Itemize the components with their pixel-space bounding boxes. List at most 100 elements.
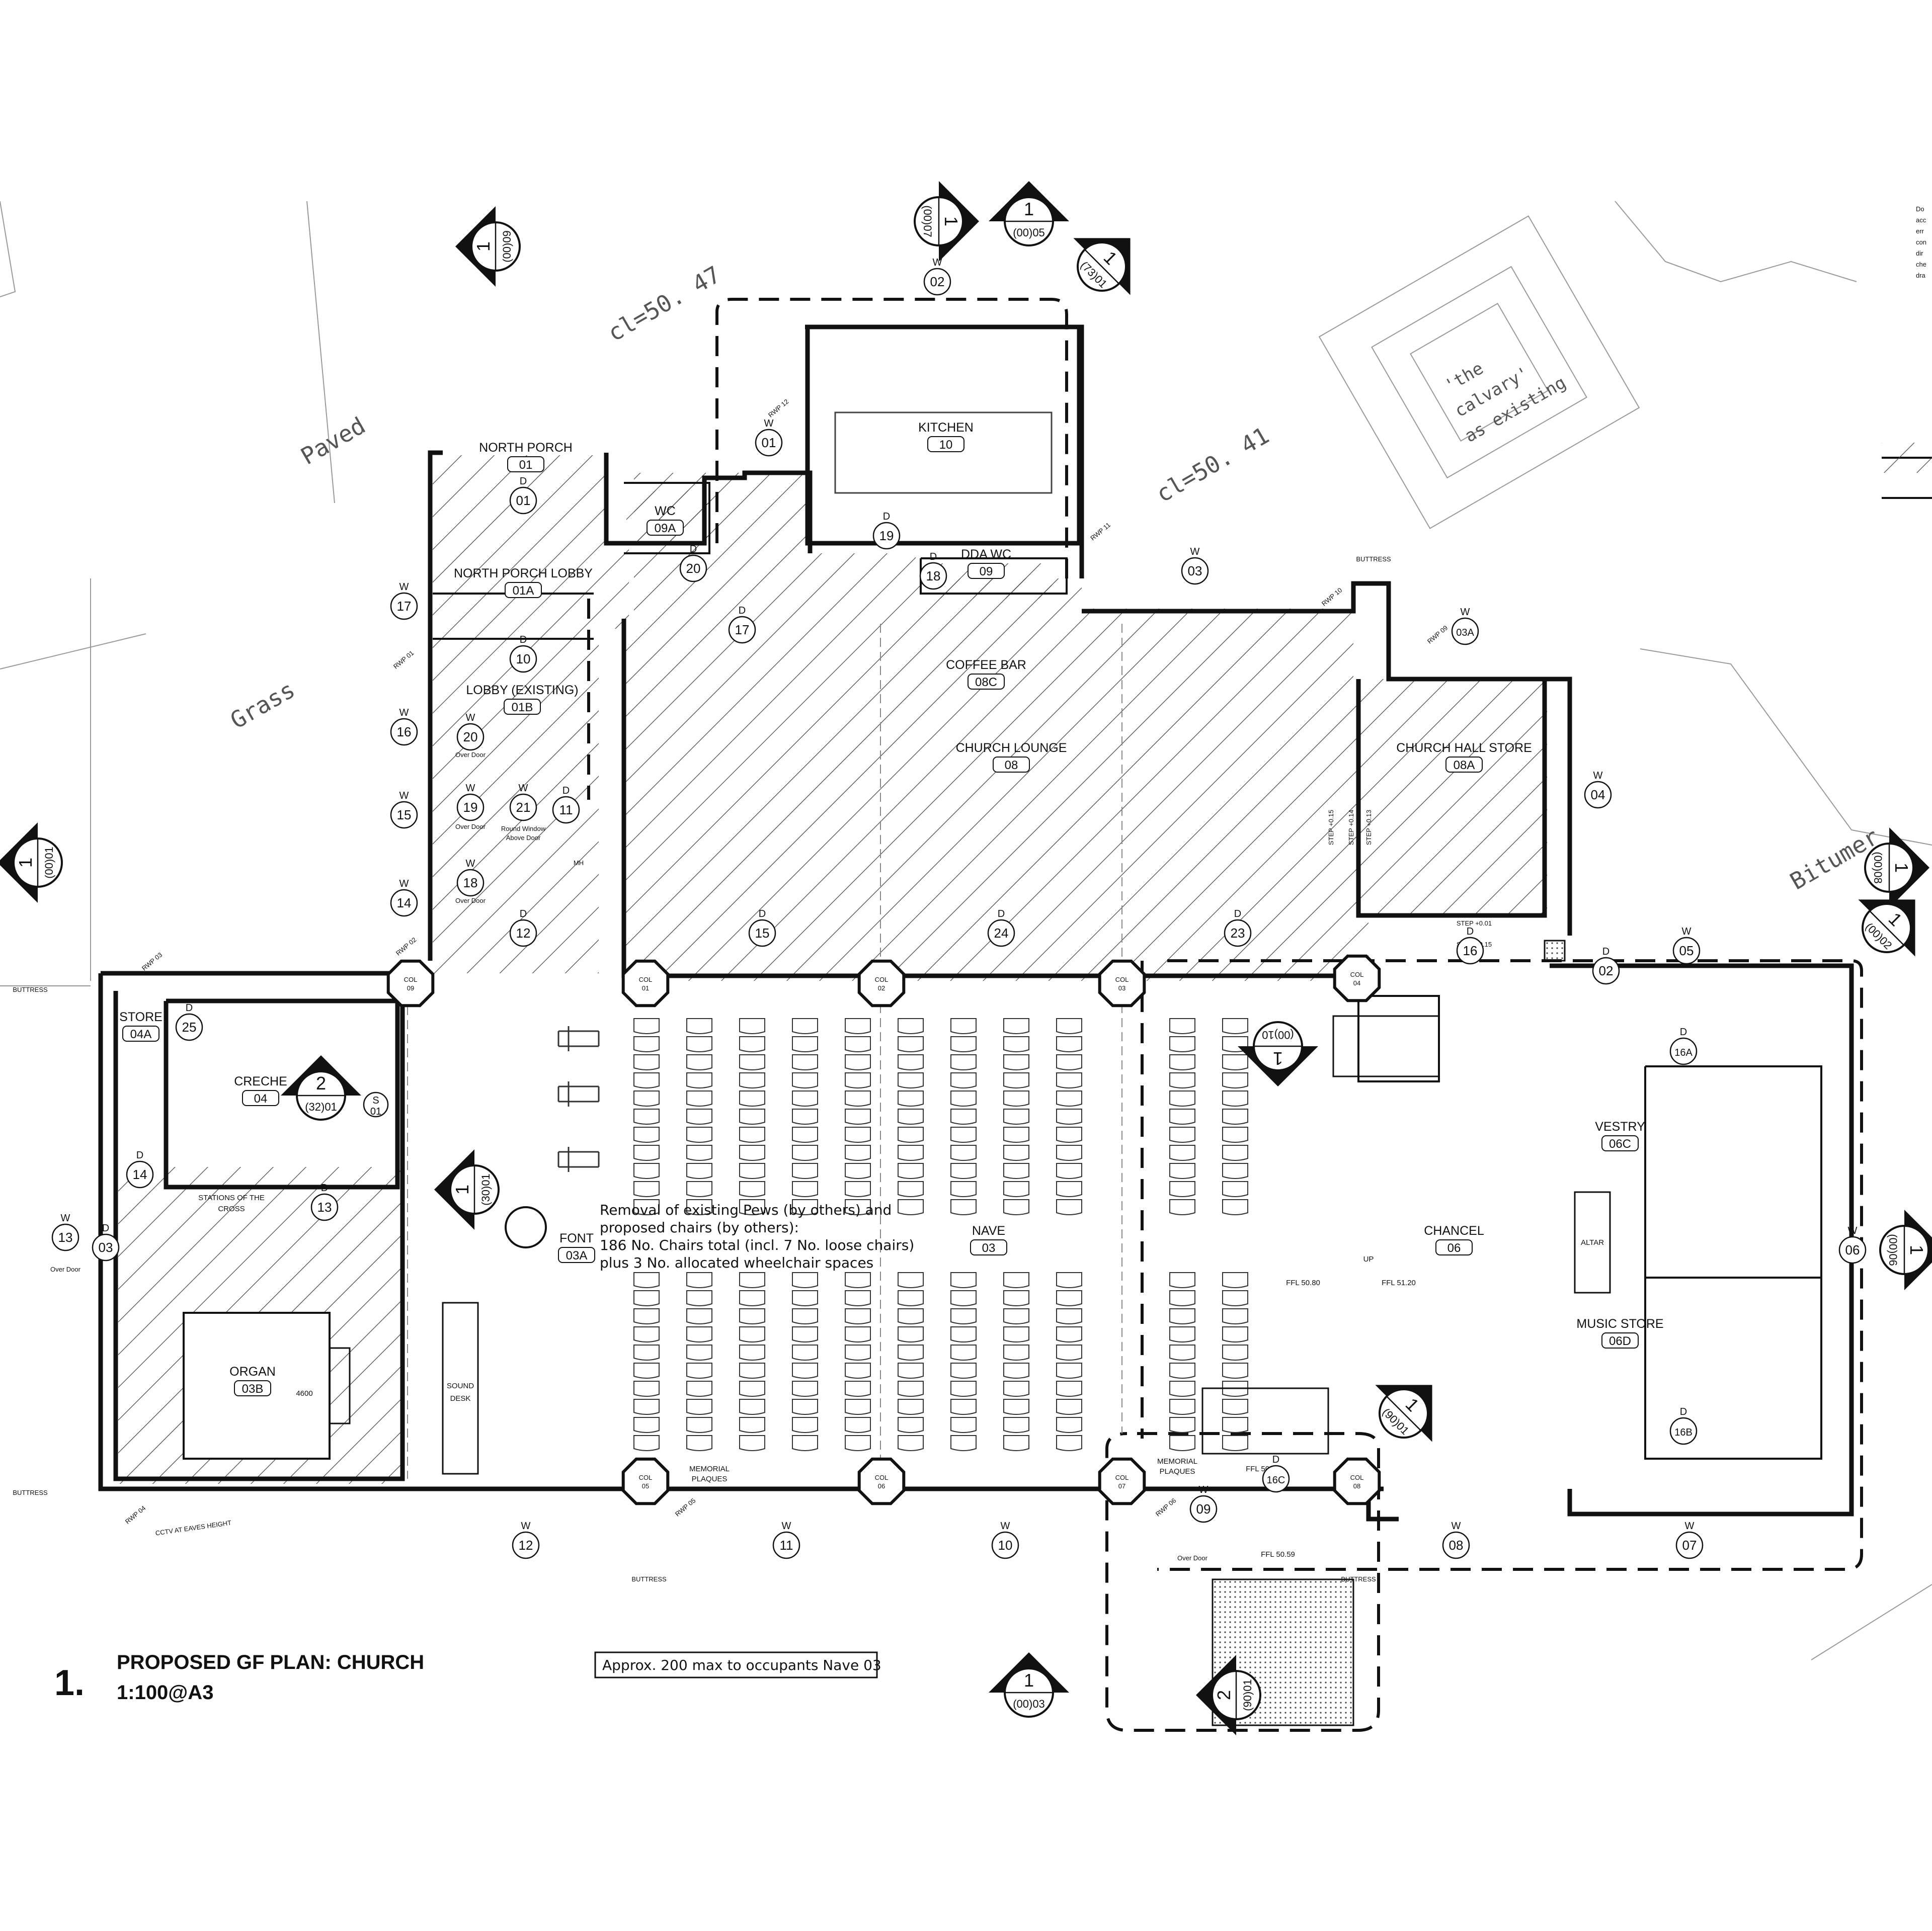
room-ref: 01A: [513, 584, 534, 598]
chair-209: [1169, 1417, 1195, 1433]
svg-text:(90)01: (90)01: [1241, 1679, 1254, 1711]
svg-text:11: 11: [780, 1538, 793, 1553]
chair-129: [950, 1054, 977, 1070]
paved-label: Paved: [296, 412, 370, 470]
section-marker-3: 1(00)05: [989, 181, 1069, 246]
svg-text:01: 01: [642, 984, 649, 992]
svg-text:03: 03: [1188, 563, 1202, 578]
chair-44: [739, 1036, 765, 1052]
svg-text:W: W: [466, 783, 475, 794]
svg-text:D: D: [562, 785, 570, 796]
room-ref: 01B: [512, 701, 533, 714]
chair-76: [792, 1290, 818, 1306]
room-name: COFFEE BAR: [946, 658, 1026, 672]
chair-139: [950, 1290, 977, 1306]
chair-22: [686, 1018, 712, 1034]
internal-dashed-lines: [407, 624, 1122, 1479]
section-marker-9: 1(00)03: [989, 1652, 1069, 1718]
svg-text:19: 19: [463, 800, 478, 815]
door-tag-25: D25: [175, 1002, 203, 1041]
window-tag-06: W06: [1838, 1225, 1867, 1264]
chair-122: [898, 1363, 924, 1379]
chair-63: [739, 1435, 765, 1451]
step-label-1: STEP +0.15: [1327, 810, 1335, 845]
svg-text:(00)10: (00)10: [1262, 1029, 1294, 1041]
svg-text:D: D: [883, 511, 890, 522]
title-number: 1.: [54, 1663, 85, 1703]
svg-text:D: D: [930, 551, 937, 562]
chair-74: [792, 1199, 818, 1215]
room-name: DDA WC: [961, 547, 1011, 561]
svg-text:15: 15: [755, 926, 770, 941]
svg-text:W: W: [399, 790, 409, 801]
room-lobby-existing: LOBBY (EXISTING)01B: [466, 683, 579, 715]
rwp-label-4: RWP 09: [1426, 624, 1449, 645]
svg-text:03A: 03A: [1456, 627, 1474, 638]
chair-62: [739, 1417, 765, 1433]
svg-text:W: W: [1682, 926, 1692, 937]
over-door-note-5: Over Door: [1177, 1554, 1208, 1562]
chair-35: [686, 1308, 712, 1324]
chair-207: [1169, 1381, 1195, 1397]
chair-227: [1222, 1363, 1248, 1379]
window-tag-20: W20: [456, 712, 485, 751]
section-marker-10: 2(32)01: [281, 1055, 361, 1121]
svg-text:W: W: [1461, 607, 1470, 618]
chair-108: [898, 1054, 924, 1070]
chair-27: [686, 1109, 712, 1125]
chair-17: [633, 1363, 660, 1379]
room-name: CRECHE: [234, 1074, 287, 1088]
chair-203: [1169, 1308, 1195, 1324]
room-ref: 03A: [566, 1249, 588, 1263]
rwp-label-8: RWP 04: [124, 1504, 147, 1525]
section-marker-11: 1(30)01: [434, 1149, 500, 1230]
svg-text:09: 09: [407, 984, 414, 992]
svg-text:(30)01: (30)01: [479, 1173, 492, 1206]
svg-text:D: D: [759, 908, 766, 919]
chair-69: [792, 1109, 818, 1125]
svg-text:02: 02: [878, 984, 885, 992]
room-ref: 04A: [130, 1028, 152, 1041]
chair-131: [950, 1090, 977, 1107]
chairs-note-line-1: Removal of existing Pews (by others) and: [600, 1202, 892, 1218]
chair-192: [1169, 1054, 1195, 1070]
chair-127: [950, 1018, 977, 1034]
chair-95: [845, 1199, 871, 1215]
chair-178: [1056, 1181, 1082, 1197]
chair-71: [792, 1145, 818, 1161]
chair-152: [1003, 1090, 1029, 1107]
chair-144: [950, 1381, 977, 1397]
chair-105: [845, 1435, 871, 1451]
chair-47: [739, 1090, 765, 1107]
chair-58: [739, 1345, 765, 1361]
chair-118: [898, 1290, 924, 1306]
svg-text:17: 17: [397, 599, 412, 614]
svg-text:23: 23: [1231, 926, 1245, 941]
svg-text:W: W: [466, 858, 475, 869]
ffl-label-2: FFL 51.20: [1382, 1279, 1416, 1287]
svg-text:13: 13: [58, 1230, 73, 1245]
svg-text:08: 08: [1353, 1482, 1360, 1490]
chair-82: [792, 1399, 818, 1415]
door-tag-17: D17: [728, 605, 756, 644]
svg-text:W: W: [1593, 770, 1603, 781]
chair-132: [950, 1109, 977, 1125]
chair-214: [1222, 1072, 1248, 1088]
chair-83: [792, 1417, 818, 1433]
step-label-3: STEP +0.13: [1365, 810, 1373, 845]
organ-dimension: 4600: [296, 1389, 312, 1398]
chair-13: [633, 1290, 660, 1306]
chair-10: [633, 1181, 660, 1197]
chair-68: [792, 1090, 818, 1107]
chair-65: [792, 1036, 818, 1052]
over-door-note-2: Over Door: [455, 823, 486, 830]
door-tag-03: D03: [92, 1223, 120, 1262]
round-window-label: Round Window: [501, 825, 546, 832]
door-tag-19: D19: [872, 511, 901, 550]
